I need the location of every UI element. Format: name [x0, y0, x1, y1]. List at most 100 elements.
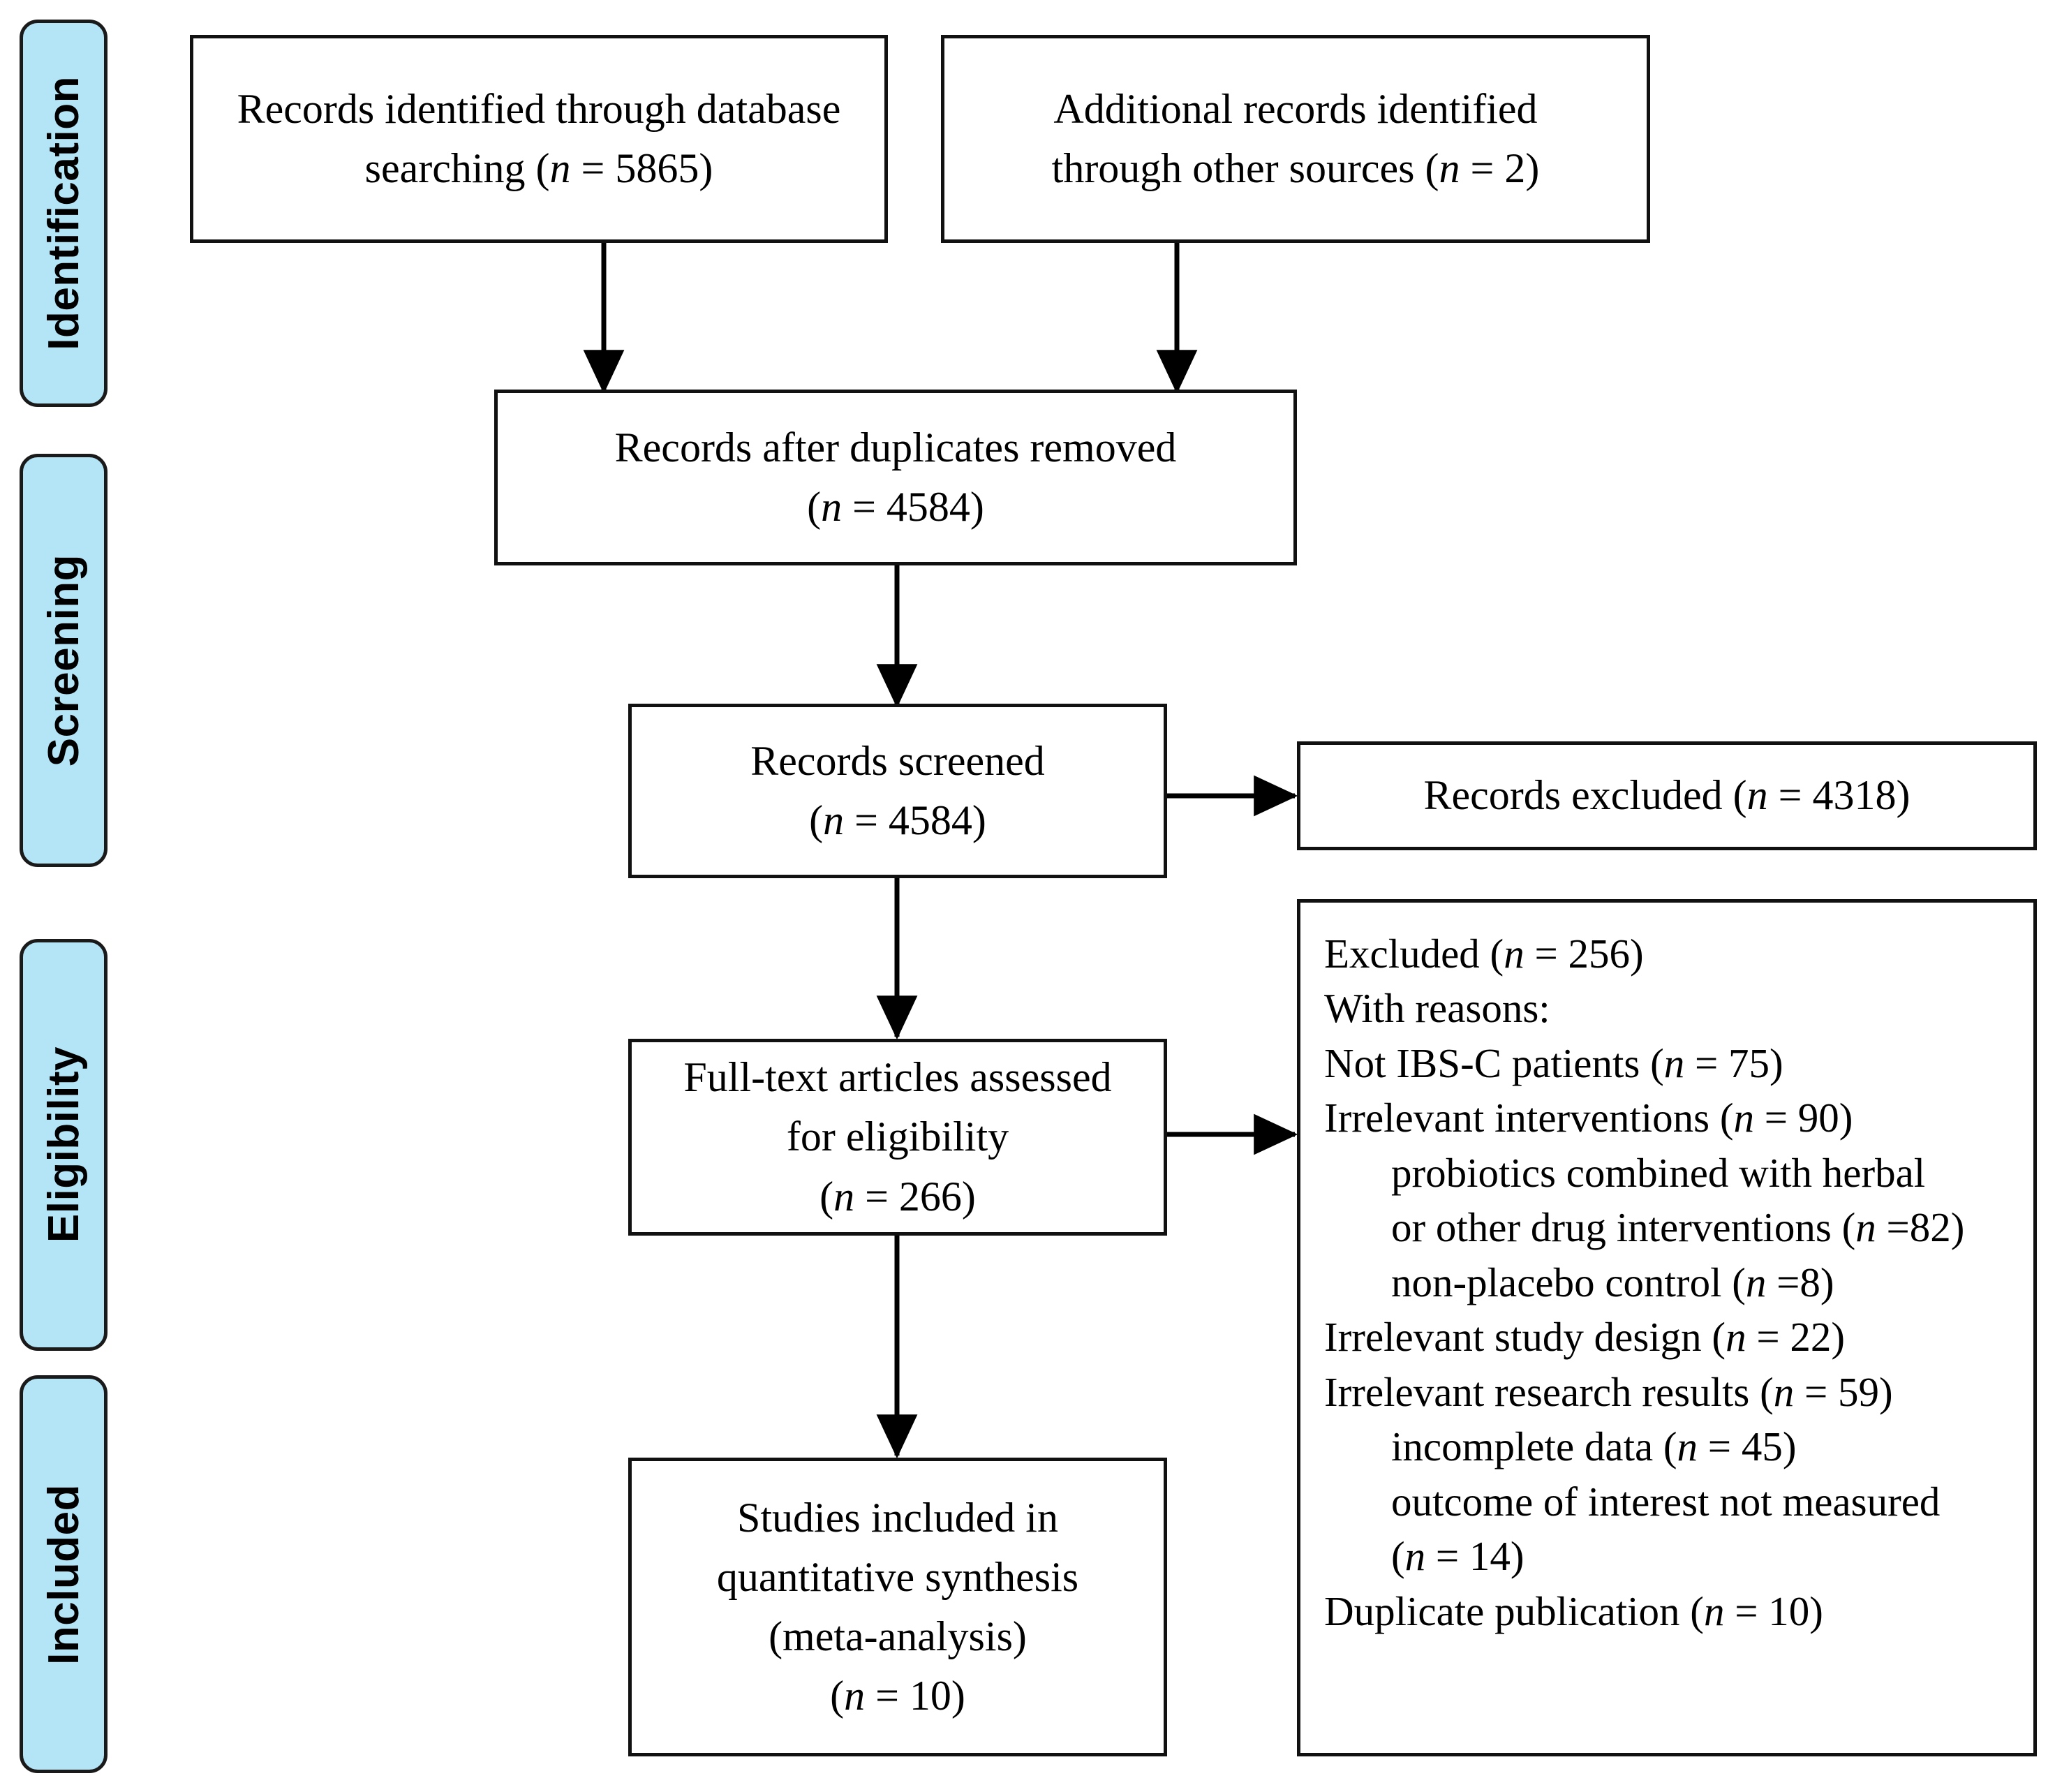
box-studies-included: Studies included in quantitative synthes…: [628, 1458, 1167, 1756]
box-text-fulltext-assessed: Full-text articles assessed for eligibil…: [683, 1048, 1111, 1227]
exc-line-1-pre: Records excluded (: [1423, 772, 1747, 819]
exc-line-1-post: = 4318): [1767, 772, 1911, 819]
excluded-reason-count: = 45): [1698, 1423, 1797, 1470]
excluded-reason-n-symbol: n: [1504, 931, 1524, 977]
excluded-reason-line: or other drug interventions (n =82): [1324, 1200, 2015, 1254]
box-excluded-with-reasons: Excluded (n = 256)With reasons:Not IBS-C…: [1297, 899, 2037, 1756]
excluded-reason-text: Duplicate publication (: [1324, 1587, 1704, 1634]
box-text-records-screened: Records screened (n = 4584): [750, 732, 1044, 850]
si-line-4-pre: (: [830, 1673, 845, 1719]
excluded-reason-count: =82): [1876, 1204, 1965, 1251]
dup-line-1: Records after duplicates removed: [614, 424, 1177, 471]
si-line-4-post: = 10): [865, 1673, 965, 1719]
excluded-reason-text: Irrelevant study design (: [1324, 1314, 1726, 1361]
dup-line-2-post: = 4584): [842, 484, 984, 530]
excluded-reason-count: = 22): [1746, 1314, 1845, 1361]
excluded-reason-text: Not IBS-C patients (: [1324, 1039, 1664, 1086]
excluded-reason-line: Irrelevant research results (n = 59): [1324, 1365, 2015, 1419]
ft-line-3-post: = 266): [854, 1173, 976, 1220]
box-records-after-duplicates-removed: Records after duplicates removed (n = 45…: [494, 390, 1297, 565]
excluded-reason-line: (n = 14): [1324, 1529, 2015, 1583]
db-line-1: Records identified through database: [237, 85, 841, 132]
box-fulltext-articles-assessed: Full-text articles assessed for eligibil…: [628, 1039, 1167, 1236]
ft-line-3-n: n: [833, 1173, 855, 1220]
excluded-reason-count: = 14): [1425, 1533, 1524, 1580]
excluded-reason-text: Irrelevant interventions (: [1324, 1095, 1734, 1141]
excluded-reason-count: = 256): [1524, 931, 1644, 977]
box-additional-records-other-sources: Additional records identified through ot…: [941, 35, 1650, 243]
db-line-2-n: n: [549, 145, 571, 191]
stage-label-screening: Screening: [39, 554, 88, 767]
excluded-reason-text: With reasons:: [1324, 985, 1550, 1032]
ft-line-1: Full-text articles assessed: [683, 1054, 1112, 1101]
scr-line-2-n: n: [823, 797, 845, 843]
excluded-reason-line: outcome of interest not measured: [1324, 1474, 2015, 1529]
box-records-excluded: Records excluded (n = 4318): [1297, 741, 2037, 850]
excluded-reason-n-symbol: n: [1726, 1314, 1746, 1361]
excluded-reason-count: =8): [1766, 1259, 1834, 1305]
excluded-reason-n-symbol: n: [1703, 1587, 1725, 1634]
excluded-reason-n-symbol: n: [1677, 1423, 1698, 1470]
si-line-1: Studies included in: [737, 1494, 1058, 1541]
box-records-screened: Records screened (n = 4584): [628, 704, 1167, 878]
stage-pill-included: Included: [20, 1375, 107, 1773]
excluded-reason-n-symbol: n: [1745, 1259, 1767, 1305]
excluded-reason-line: Irrelevant study design (n = 22): [1324, 1310, 2015, 1364]
excluded-reason-text: outcome of interest not measured: [1391, 1478, 1941, 1525]
excluded-reason-count: = 59): [1794, 1368, 1893, 1415]
box-text-other-sources: Additional records identified through ot…: [1052, 80, 1540, 198]
excluded-reason-line: incomplete data (n = 45): [1324, 1419, 2015, 1474]
excluded-reason-n-symbol: n: [1404, 1533, 1426, 1580]
si-line-3: (meta-analysis): [769, 1613, 1027, 1659]
box-text-duplicates-removed: Records after duplicates removed (n = 45…: [615, 418, 1177, 537]
os-line-2-post: = 2): [1460, 145, 1540, 191]
excluded-reason-line: Irrelevant interventions (n = 90): [1324, 1090, 2015, 1145]
ft-line-2: for eligibility: [786, 1113, 1009, 1160]
db-line-2-pre: searching (: [364, 145, 550, 191]
stage-pill-eligibility: Eligibility: [20, 939, 107, 1351]
exc-line-1-n: n: [1746, 772, 1768, 819]
box-text-records-excluded: Records excluded (n = 4318): [1424, 766, 1911, 825]
excluded-reasons-list: Excluded (n = 256)With reasons:Not IBS-C…: [1324, 926, 2015, 1638]
excluded-reason-line: non-placebo control (n =8): [1324, 1255, 2015, 1310]
si-line-2: quantitative synthesis: [716, 1553, 1079, 1600]
excluded-reason-n-symbol: n: [1773, 1368, 1795, 1415]
os-line-2-pre: through other sources (: [1051, 145, 1439, 191]
box-records-identified-database: Records identified through database sear…: [190, 35, 888, 243]
stage-pill-identification: Identification: [20, 20, 107, 407]
excluded-reason-count: = 75): [1684, 1039, 1783, 1086]
excluded-reason-text: Irrelevant research results (: [1324, 1368, 1774, 1415]
stage-label-identification: Identification: [39, 76, 88, 350]
excluded-reason-text: Excluded (: [1324, 931, 1504, 977]
stage-label-eligibility: Eligibility: [39, 1046, 88, 1243]
os-line-1: Additional records identified: [1053, 85, 1538, 132]
excluded-reason-line: probiotics combined with herbal: [1324, 1146, 2015, 1200]
excluded-reason-count: = 10): [1724, 1587, 1823, 1634]
dup-line-2-pre: (: [807, 484, 822, 530]
excluded-reason-n-symbol: n: [1855, 1204, 1876, 1251]
scr-line-1: Records screened: [750, 737, 1045, 784]
excluded-reason-text: incomplete data (: [1391, 1423, 1677, 1470]
scr-line-2-pre: (: [809, 797, 824, 843]
dup-line-2-n: n: [821, 484, 843, 530]
stage-label-included: Included: [39, 1483, 88, 1665]
stage-pill-screening: Screening: [20, 454, 107, 867]
db-line-2-post: = 5865): [570, 145, 713, 191]
excluded-reason-text: probiotics combined with herbal: [1391, 1149, 1926, 1196]
excluded-reason-count: = 90): [1754, 1095, 1853, 1141]
os-line-2-n: n: [1439, 145, 1460, 191]
excluded-reason-line: Duplicate publication (n = 10): [1324, 1584, 2015, 1638]
excluded-reason-n-symbol: n: [1733, 1095, 1755, 1141]
si-line-4-n: n: [844, 1673, 866, 1719]
excluded-reason-text: non-placebo control (: [1391, 1259, 1746, 1305]
excluded-reason-n-symbol: n: [1663, 1039, 1685, 1086]
excluded-reason-text: or other drug interventions (: [1391, 1204, 1856, 1251]
excluded-reason-text: (: [1391, 1533, 1405, 1580]
excluded-reason-line: Excluded (n = 256): [1324, 926, 2015, 981]
box-text-database-search: Records identified through database sear…: [237, 80, 841, 198]
excluded-reason-line: Not IBS-C patients (n = 75): [1324, 1036, 2015, 1090]
excluded-reason-line: With reasons:: [1324, 981, 2015, 1035]
ft-line-3-pre: (: [819, 1173, 834, 1220]
scr-line-2-post: = 4584): [844, 797, 986, 843]
